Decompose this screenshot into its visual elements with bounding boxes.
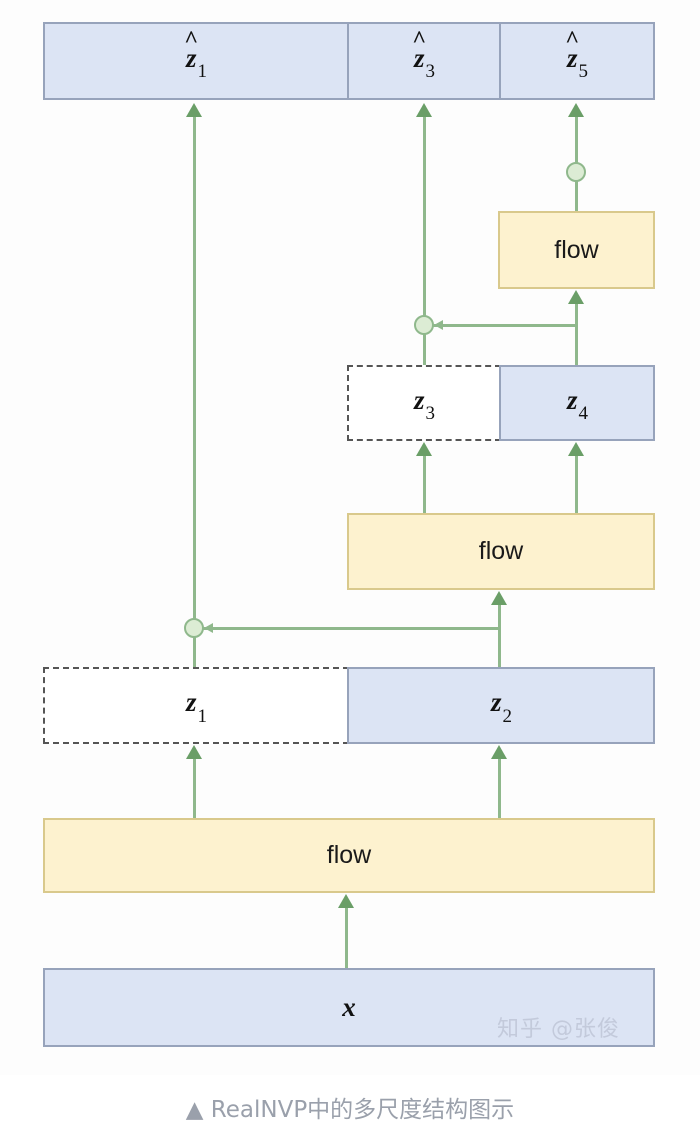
flow-block-top-label: flow <box>554 235 599 264</box>
input-block-x: x <box>43 968 655 1047</box>
edge-junction2-to-zhat3 <box>423 116 426 325</box>
label-z4: z4 <box>566 384 588 425</box>
latent-block-z3: z3 <box>347 365 501 441</box>
flow-block-top: flow <box>498 211 655 289</box>
junction-node-3 <box>566 162 586 182</box>
arrowhead-zhat1 <box>186 103 202 117</box>
arrowhead-flowmid <box>491 591 507 605</box>
arrowhead-junction2-horizontal <box>434 320 443 330</box>
edge-flowbottom-to-z1 <box>193 758 196 818</box>
edge-flowbottom-to-z2 <box>498 758 501 818</box>
arrowhead-z2 <box>491 745 507 759</box>
arrowhead-z1 <box>186 745 202 759</box>
latent-block-z4: z4 <box>499 365 655 441</box>
edge-z3-to-junction2 <box>423 334 426 365</box>
label-z3: z3 <box>413 384 435 425</box>
output-bar-zhat5: ^z5 <box>499 22 655 100</box>
latent-block-z1: z1 <box>43 667 349 744</box>
junction-node-2 <box>414 315 434 335</box>
label-z2: z2 <box>490 687 512 727</box>
arrowhead-flowtop <box>568 290 584 304</box>
flow-block-middle: flow <box>347 513 655 590</box>
flow-block-bottom: flow <box>43 818 655 893</box>
edge-junction1-to-zhat1 <box>193 116 196 628</box>
edge-junction2-horizontal <box>432 324 577 327</box>
arrowhead-zhat3 <box>416 103 432 117</box>
watermark: 知乎 @张俊 <box>497 1017 620 1042</box>
arrowhead-zhat5 <box>568 103 584 117</box>
label-z1: z1 <box>185 687 207 727</box>
edge-flowmid-to-z3 <box>423 455 426 513</box>
edge-x-to-flowbottom <box>345 907 348 968</box>
edge-junction1-horizontal <box>202 627 500 630</box>
figure-caption: ▲ RealNVP中的多尺度结构图示 <box>185 1097 515 1123</box>
edge-z4-to-flowtop <box>575 303 578 365</box>
label-zhat3: ^z3 <box>412 26 435 83</box>
edge-z1-to-junction1 <box>193 637 196 667</box>
arrowhead-flowbottom <box>338 894 354 908</box>
flow-block-middle-label: flow <box>478 537 524 565</box>
output-bar-zhat1: ^z1 <box>43 22 349 100</box>
arrowhead-z4 <box>568 442 584 456</box>
multiscale-architecture-diagram: ^z1 ^z3 ^z5 flow z3 z4 <box>43 22 655 1047</box>
flow-block-bottom-label: flow <box>326 841 372 869</box>
latent-block-z2: z2 <box>347 667 655 744</box>
output-bar-zhat3: ^z3 <box>347 22 501 100</box>
label-x: x <box>342 992 356 1022</box>
label-zhat5: ^z5 <box>565 26 588 83</box>
junction-node-1 <box>184 618 204 638</box>
arrowhead-junction1-horizontal <box>204 623 213 633</box>
label-zhat1: ^z1 <box>184 26 207 83</box>
edge-z2-to-flowmid <box>498 604 501 667</box>
arrowhead-z3 <box>416 442 432 456</box>
edge-flowmid-to-z4 <box>575 455 578 513</box>
